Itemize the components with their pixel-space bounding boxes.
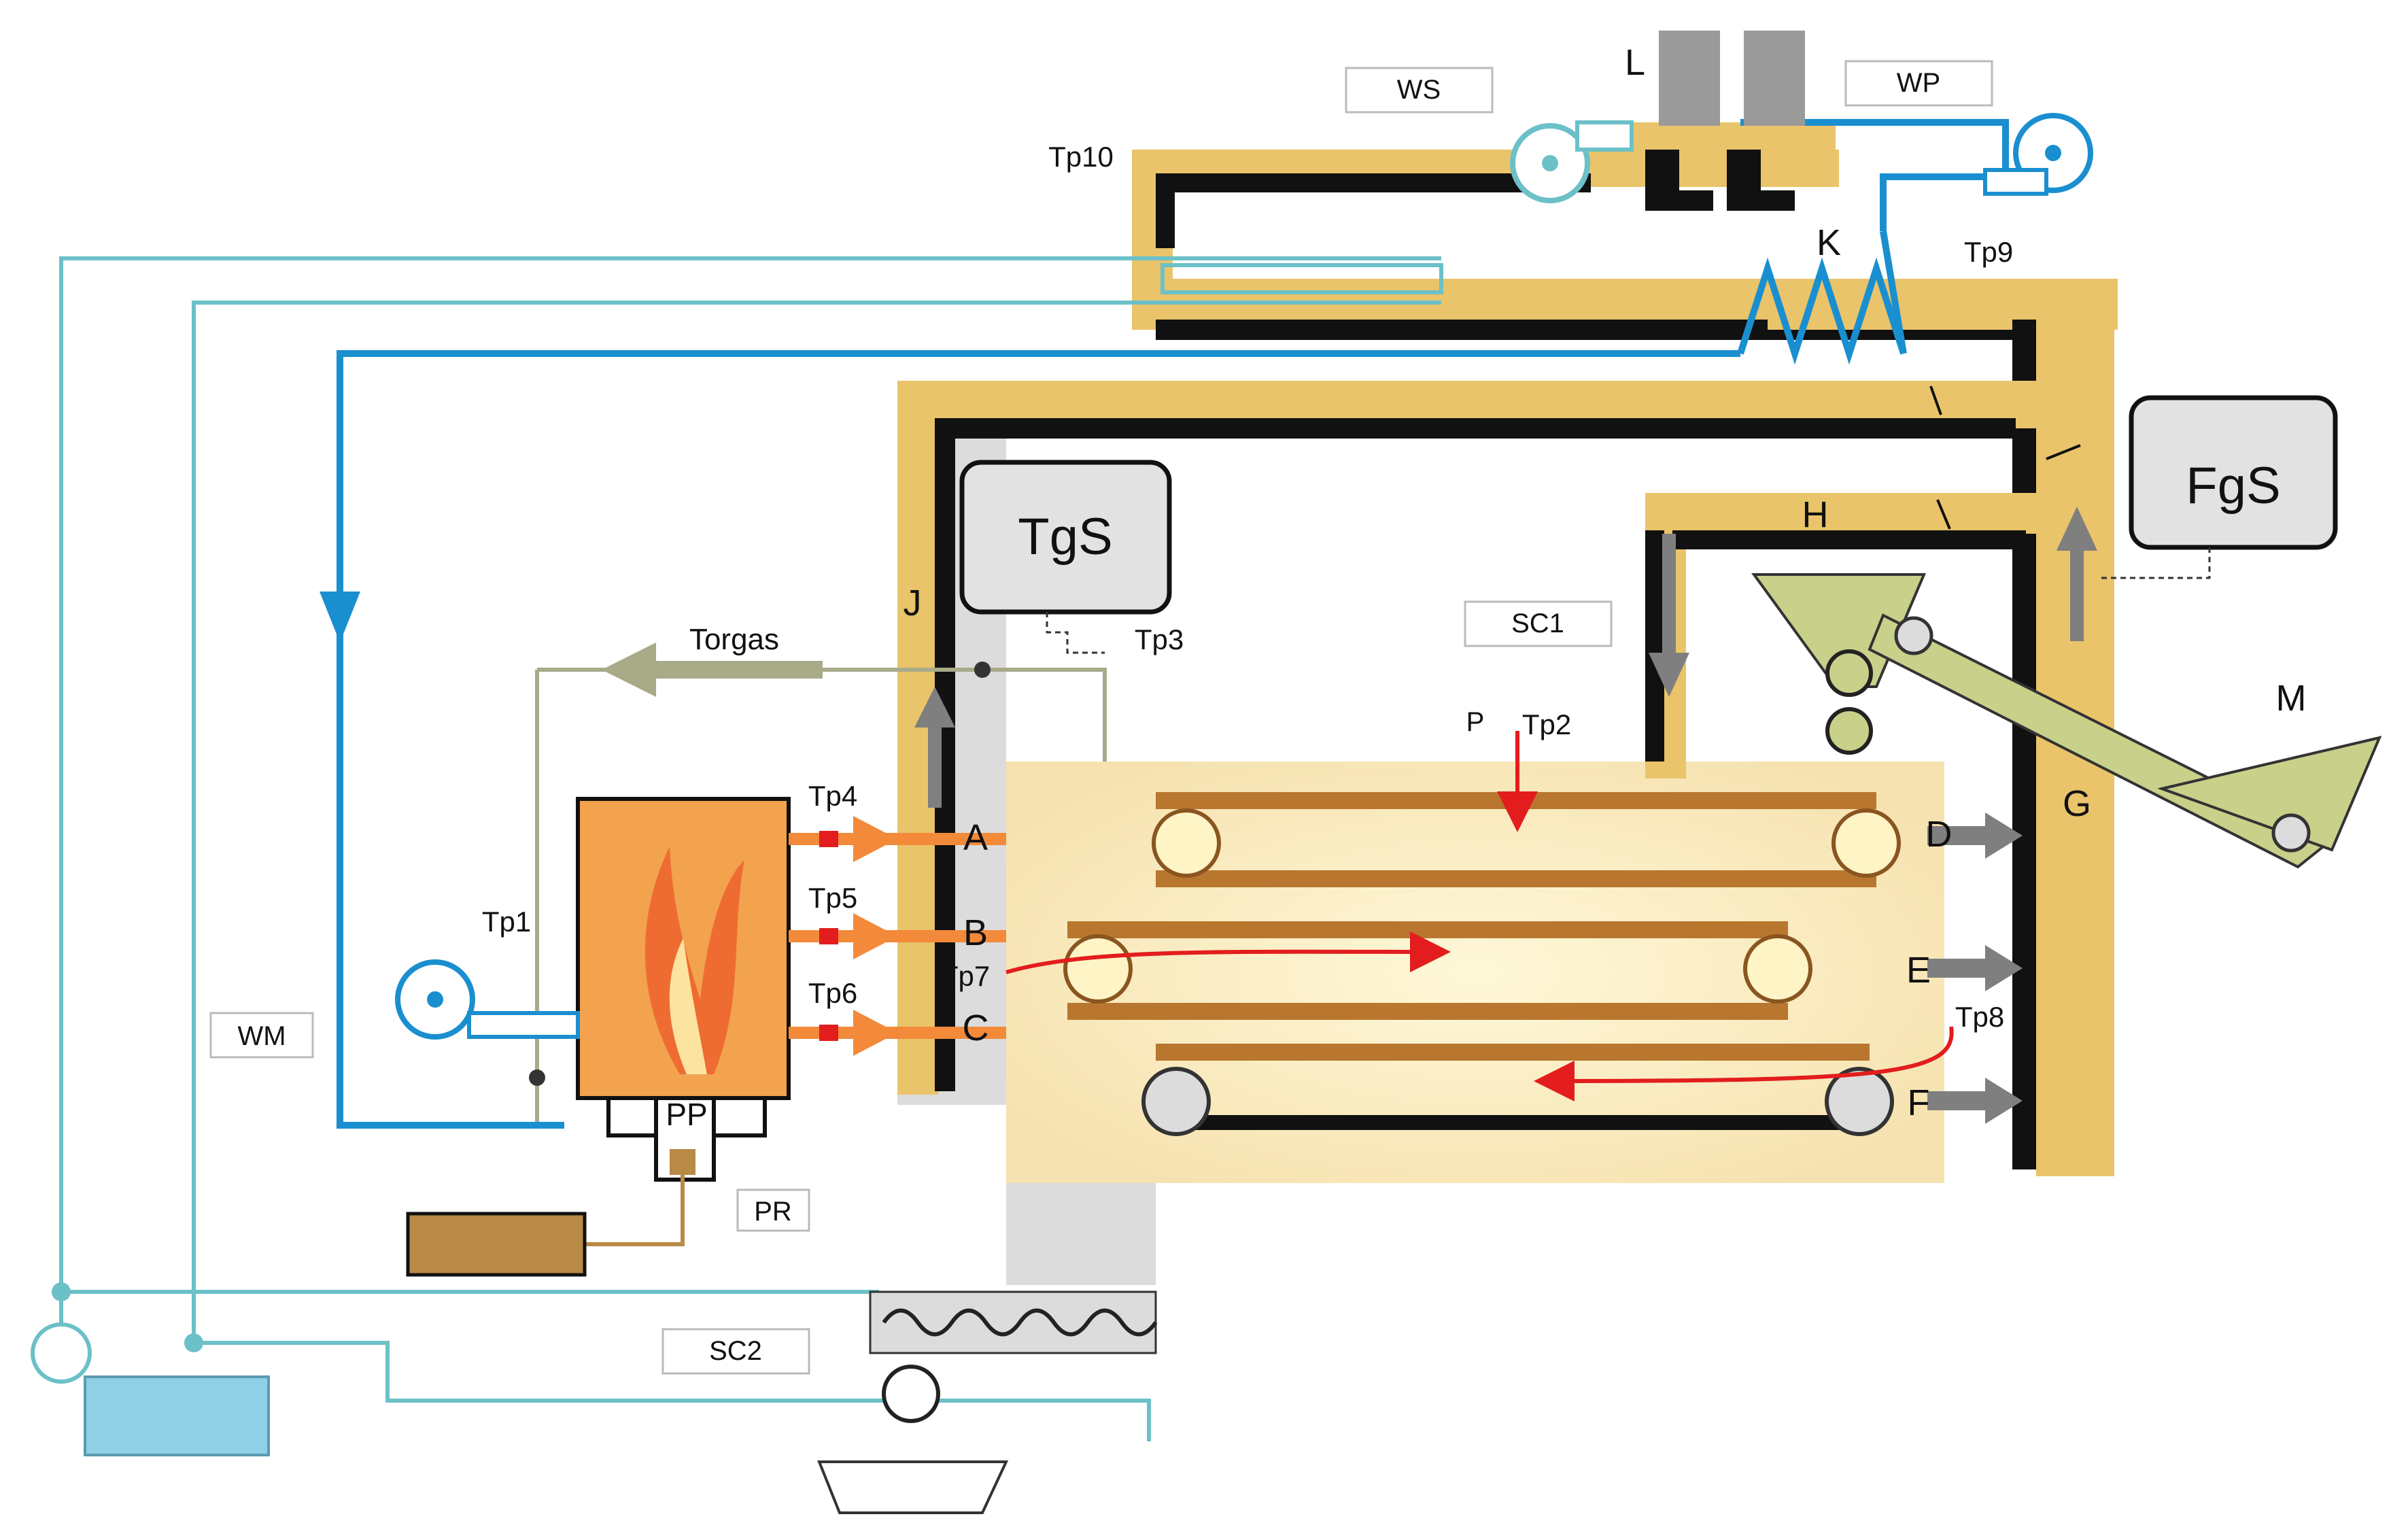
furnace: [406, 797, 791, 1277]
flue-gas-ducts: [897, 122, 2118, 1176]
label-pp: PP: [666, 1097, 707, 1132]
inlet-a: [789, 816, 1006, 862]
belt-middle: [1063, 921, 1812, 1020]
label-f: F: [1908, 1082, 1930, 1123]
label-tp7: Tp7: [941, 960, 990, 992]
torgas-valve-icon: [974, 662, 991, 678]
label-tp1: Tp1: [482, 906, 531, 938]
gas-flow-arrows: [320, 507, 2097, 1124]
label-torgas: Torgas: [689, 623, 779, 656]
label-c: C: [963, 1008, 989, 1048]
label-sc1: SC1: [1511, 609, 1564, 638]
tgs-box: [959, 460, 1172, 654]
fuel-storage: [406, 1212, 587, 1277]
label-ws: WS: [1397, 75, 1441, 105]
label-fgs: FgS: [2186, 457, 2280, 515]
label-j: J: [904, 583, 922, 623]
label-wp: WP: [1897, 68, 1940, 98]
belt-lower: [1141, 1044, 1894, 1136]
label-l: L: [1625, 42, 1645, 83]
gas-inlets: [789, 816, 1006, 1056]
label-k: K: [1817, 222, 1841, 263]
label-a: A: [963, 817, 988, 858]
exit-arrow-d: [1927, 812, 2023, 859]
sc2-rotor-icon: [882, 1365, 940, 1423]
label-m: M: [2276, 678, 2307, 719]
fan-wp-icon: [1983, 113, 2093, 196]
label-tp9: Tp9: [1964, 236, 2013, 268]
belt-conveyors: [1063, 792, 1901, 1136]
label-tp8: Tp8: [1955, 1001, 2004, 1033]
discharge-screw: [817, 1290, 1158, 1514]
torgas-line: [529, 643, 1107, 1122]
fan-wm-icon: [395, 959, 580, 1040]
labels: WS WP SC1 SC2 WM PR PP TgS FgS Torgas P …: [237, 42, 2306, 1366]
biomass-flow-arrows: [1005, 731, 1954, 1101]
label-tp10: Tp10: [1048, 141, 1114, 173]
label-h: H: [1802, 494, 1829, 535]
inlet-b: [789, 913, 1006, 959]
label-tgs: TgS: [1018, 508, 1112, 566]
label-wm: WM: [237, 1021, 286, 1051]
label-tp6: Tp6: [808, 977, 857, 1009]
torgas-arrow: [602, 643, 656, 697]
label-pr: PR: [754, 1197, 792, 1227]
label-sc2: SC2: [709, 1336, 762, 1366]
wm-valve-icon: [529, 1070, 545, 1086]
stack-l: [1659, 31, 1805, 126]
sc1-rotor-icon: [1825, 649, 1873, 697]
fgs-box: [2097, 395, 2338, 579]
exit-arrow-e: [1927, 945, 2023, 991]
label-e: E: [1906, 950, 1931, 991]
label-tp3: Tp3: [1135, 623, 1184, 655]
fan-ws-icon: [1510, 120, 1634, 203]
label-tp5: Tp5: [808, 882, 857, 914]
exit-arrow-f: [1927, 1078, 2023, 1124]
label-tp2: Tp2: [1522, 708, 1571, 740]
label-d: D: [1926, 814, 1953, 855]
feed-conveyor: [1751, 573, 2382, 869]
inlet-c: [789, 1010, 1006, 1056]
callout-boxes: [209, 60, 1993, 1375]
label-g: G: [2063, 783, 2091, 824]
label-b: B: [963, 912, 988, 953]
label-p: P: [1466, 707, 1485, 737]
label-tp4: Tp4: [808, 780, 857, 812]
